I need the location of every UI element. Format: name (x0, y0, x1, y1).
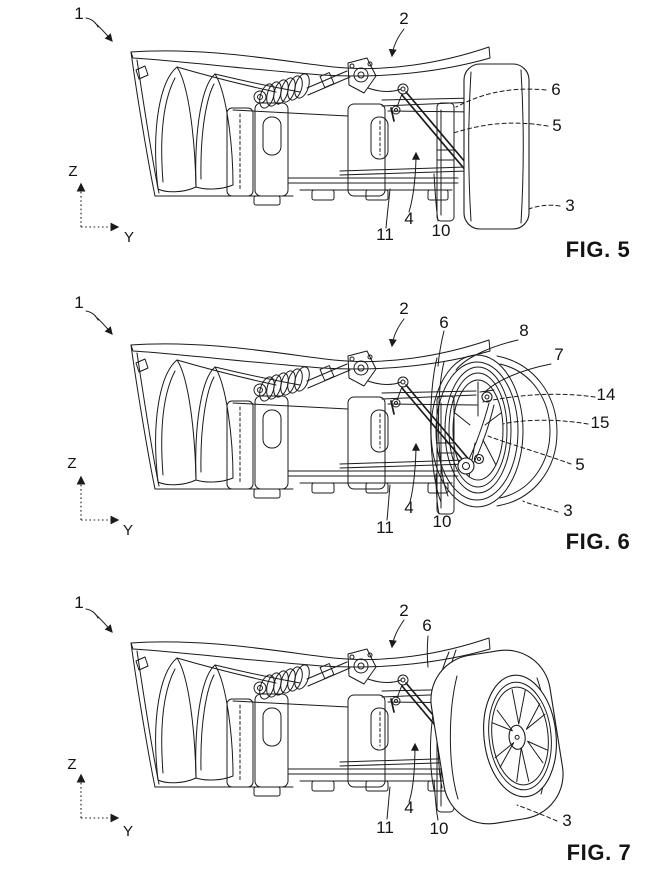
axis-label-z: Z (67, 455, 76, 472)
leader-lines (386, 318, 596, 521)
car-front-structure (81, 311, 490, 520)
wheel-upright (468, 402, 495, 463)
callout-6: 6 (422, 616, 431, 635)
callout-11: 11 (376, 225, 394, 244)
lower-hub-joint (457, 457, 475, 475)
rim (483, 674, 557, 798)
axis-label-y: Y (123, 823, 133, 840)
callout-3: 3 (565, 196, 574, 215)
axis-label-y: Y (124, 229, 134, 246)
callout-4: 4 (404, 498, 413, 517)
axis-label-z: Z (68, 163, 77, 180)
car-front-structure (81, 18, 490, 227)
upper-ball-joint (481, 391, 493, 403)
rim (444, 366, 512, 494)
callout-10: 10 (433, 512, 452, 531)
axis-label-z: Z (67, 756, 76, 773)
callout-5: 5 (575, 455, 584, 474)
tyre-tread (496, 355, 558, 507)
car-front-structure (81, 609, 490, 818)
callout-10: 10 (430, 819, 449, 838)
callout-6: 6 (439, 313, 448, 332)
callout-14: 14 (597, 385, 616, 404)
figure-5: 1 2 6 5 3 4 10 11 Z Y FIG. 5 (68, 4, 631, 262)
rim-spokes (491, 689, 549, 783)
wheel-tyre-transparent (430, 354, 558, 508)
callout-1: 1 (74, 4, 83, 23)
figure-caption: FIG. 6 (566, 529, 631, 554)
leader-lines (386, 619, 558, 822)
callout-2: 2 (399, 601, 408, 620)
figure-caption: FIG. 7 (567, 840, 632, 865)
callout-10: 10 (432, 221, 451, 240)
callout-8: 8 (519, 321, 528, 340)
callout-5: 5 (552, 116, 561, 135)
callout-11: 11 (376, 518, 394, 537)
callout-4: 4 (404, 798, 413, 817)
callout-3: 3 (562, 811, 571, 830)
callout-4: 4 (404, 209, 413, 228)
callout-1: 1 (74, 593, 83, 612)
axis-label-y: Y (123, 522, 133, 539)
tyre (463, 63, 530, 230)
callout-6: 6 (551, 80, 560, 99)
figure-6: 1 2 6 8 7 14 15 5 3 4 10 11 Z Y FIG. 6 (67, 293, 631, 554)
callout-11: 11 (376, 818, 394, 837)
figure-7: 1 2 6 4 10 11 3 Z Y FIG. 7 (67, 593, 632, 865)
callout-3: 3 (563, 501, 572, 520)
callout-2: 2 (399, 299, 408, 318)
wheel-tyre-opaque (463, 63, 530, 230)
rim-spokes (454, 381, 502, 478)
figure-caption: FIG. 5 (566, 237, 631, 262)
callout-2: 2 (399, 9, 408, 28)
callout-15: 15 (591, 413, 610, 432)
callout-7: 7 (554, 345, 563, 364)
leader-lines (385, 28, 561, 229)
tyre-sidewall (430, 354, 524, 508)
callout-1: 1 (74, 293, 83, 312)
wheel-tyre-with-rim (430, 649, 564, 825)
